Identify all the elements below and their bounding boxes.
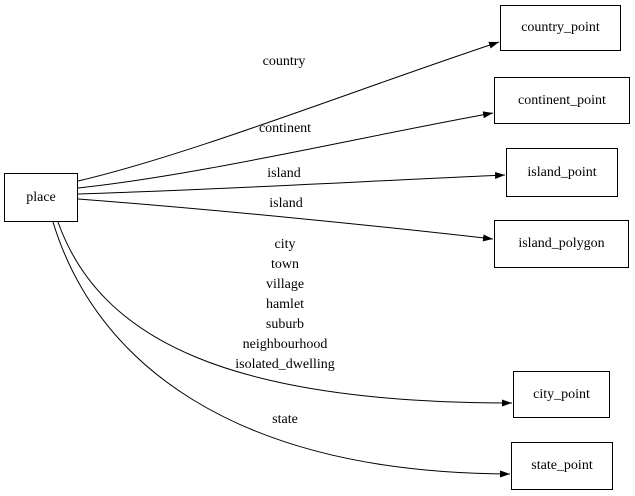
node-continent-point-label: continent_point [518,92,606,108]
edge-label-city-group: city town village hamlet suburb neighbou… [235,235,335,375]
edge-place-continent-point [77,111,494,189]
node-island-point: island_point [506,148,618,197]
edge-label-country: country [262,54,306,69]
edge-label-island-point: island [267,166,301,181]
node-city-point-label: city_point [533,386,590,402]
node-continent-point: continent_point [494,77,630,124]
edge-place-island-point [77,171,506,195]
node-country-point: country_point [500,5,621,51]
edge-label-state: state [272,412,298,427]
edge-place-island-polygon [77,198,494,242]
edge-label-isolated-dwelling-line: isolated_dwelling [235,357,335,372]
node-place: place [4,173,78,222]
node-island-polygon-label: island_polygon [518,236,605,251]
edge-place-city-point [57,221,513,407]
node-state-point-label: state_point [531,458,593,473]
edge-label-neighbourhood-line: neighbourhood [242,337,328,352]
edge-place-country-point [77,41,500,182]
node-state-point: state_point [511,442,613,490]
edge-label-suburb-line: suburb [265,317,305,332]
edge-place-state-point [52,221,511,478]
edge-label-city-line: city [274,237,296,252]
node-country-point-label: country_point [521,20,600,35]
edge-label-village-line: village [265,277,305,292]
edge-label-continent: continent [258,121,312,136]
node-island-point-label: island_point [527,164,597,180]
node-city-point: city_point [513,371,610,418]
edge-label-island-polygon: island [269,196,303,211]
edge-label-hamlet-line: hamlet [265,297,305,312]
node-place-label: place [26,189,56,205]
node-island-polygon: island_polygon [494,220,629,268]
edge-label-town-line: town [270,257,299,272]
